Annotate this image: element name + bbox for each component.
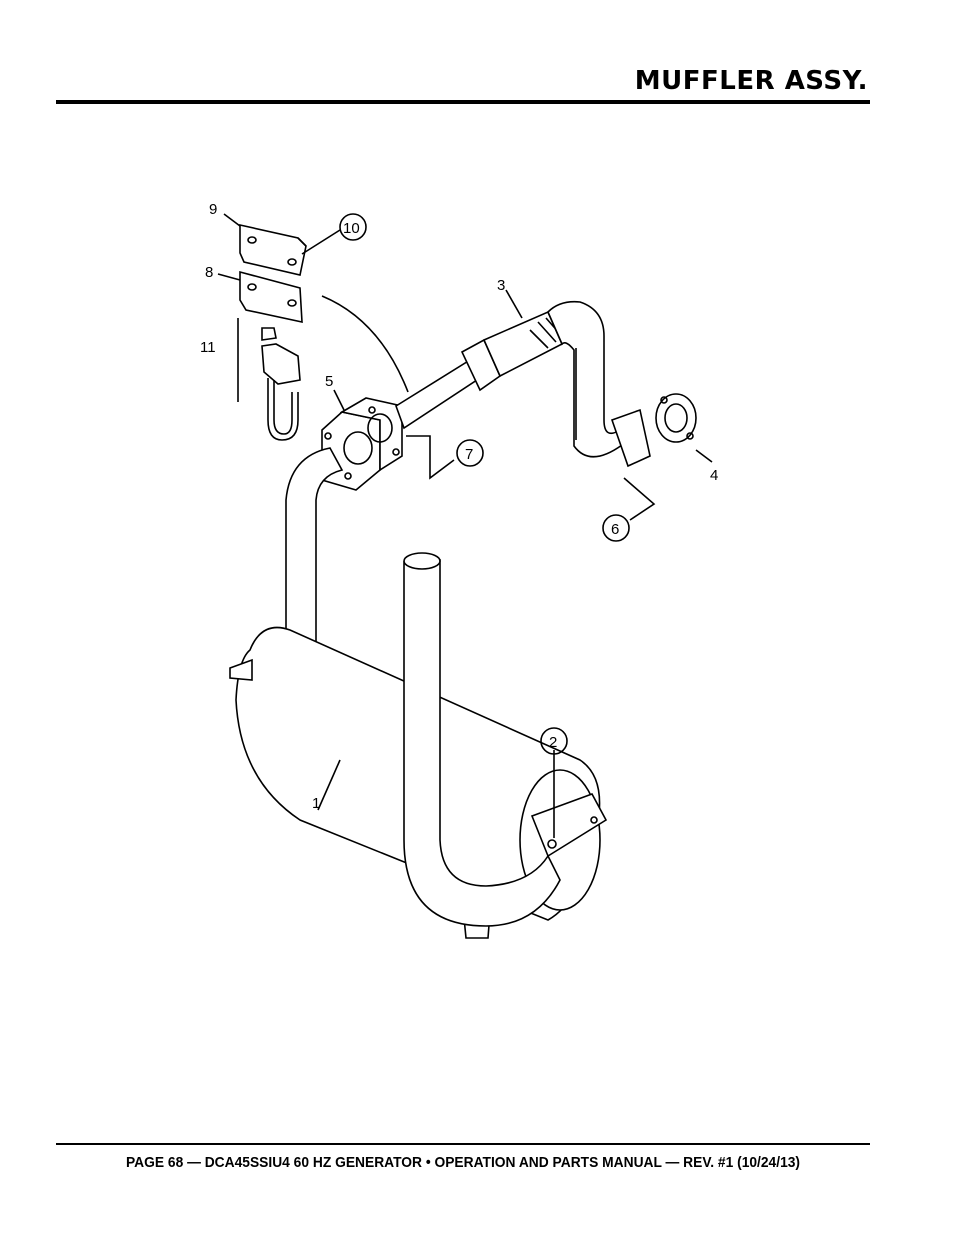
inlet-pipe [285, 447, 344, 651]
callout-2: 2 [549, 734, 557, 751]
callout-8: 8 [205, 264, 213, 281]
callout-4: 4 [710, 467, 718, 484]
callout-2-circle [540, 727, 568, 755]
callout-7-circle [456, 439, 484, 467]
tail-pipe [403, 559, 561, 927]
guide-arc [321, 295, 409, 393]
header-rule [56, 100, 870, 104]
u-bolt-11 [237, 318, 301, 441]
callout-1: 1 [312, 795, 320, 812]
callout-leaders [217, 213, 713, 838]
callout-10-circle [339, 213, 367, 241]
callout-6-circle [602, 514, 630, 542]
tail-pipe-opening [403, 552, 441, 570]
callout-7: 7 [465, 446, 473, 463]
clamp-plate-8 [239, 270, 303, 324]
callout-9: 9 [209, 201, 217, 218]
callout-5: 5 [325, 373, 333, 390]
page-footer: PAGE 68 — DCA45SSIU4 60 HZ GENERATOR • O… [125, 1154, 801, 1171]
exhaust-pipe-3 [395, 300, 651, 468]
gasket-4 [655, 393, 697, 443]
callout-6: 6 [611, 521, 619, 538]
callout-3: 3 [497, 277, 505, 294]
page-title: MUFFLER ASSY. [634, 66, 868, 96]
callout-10: 10 [343, 220, 360, 237]
callout-11: 11 [200, 339, 216, 356]
footer-rule [56, 1143, 870, 1145]
flange-gasket-5 [321, 397, 403, 491]
callout-labels: 9 10 8 3 11 5 7 4 6 2 1 [200, 201, 718, 812]
clamp-plate-9 [239, 224, 307, 276]
